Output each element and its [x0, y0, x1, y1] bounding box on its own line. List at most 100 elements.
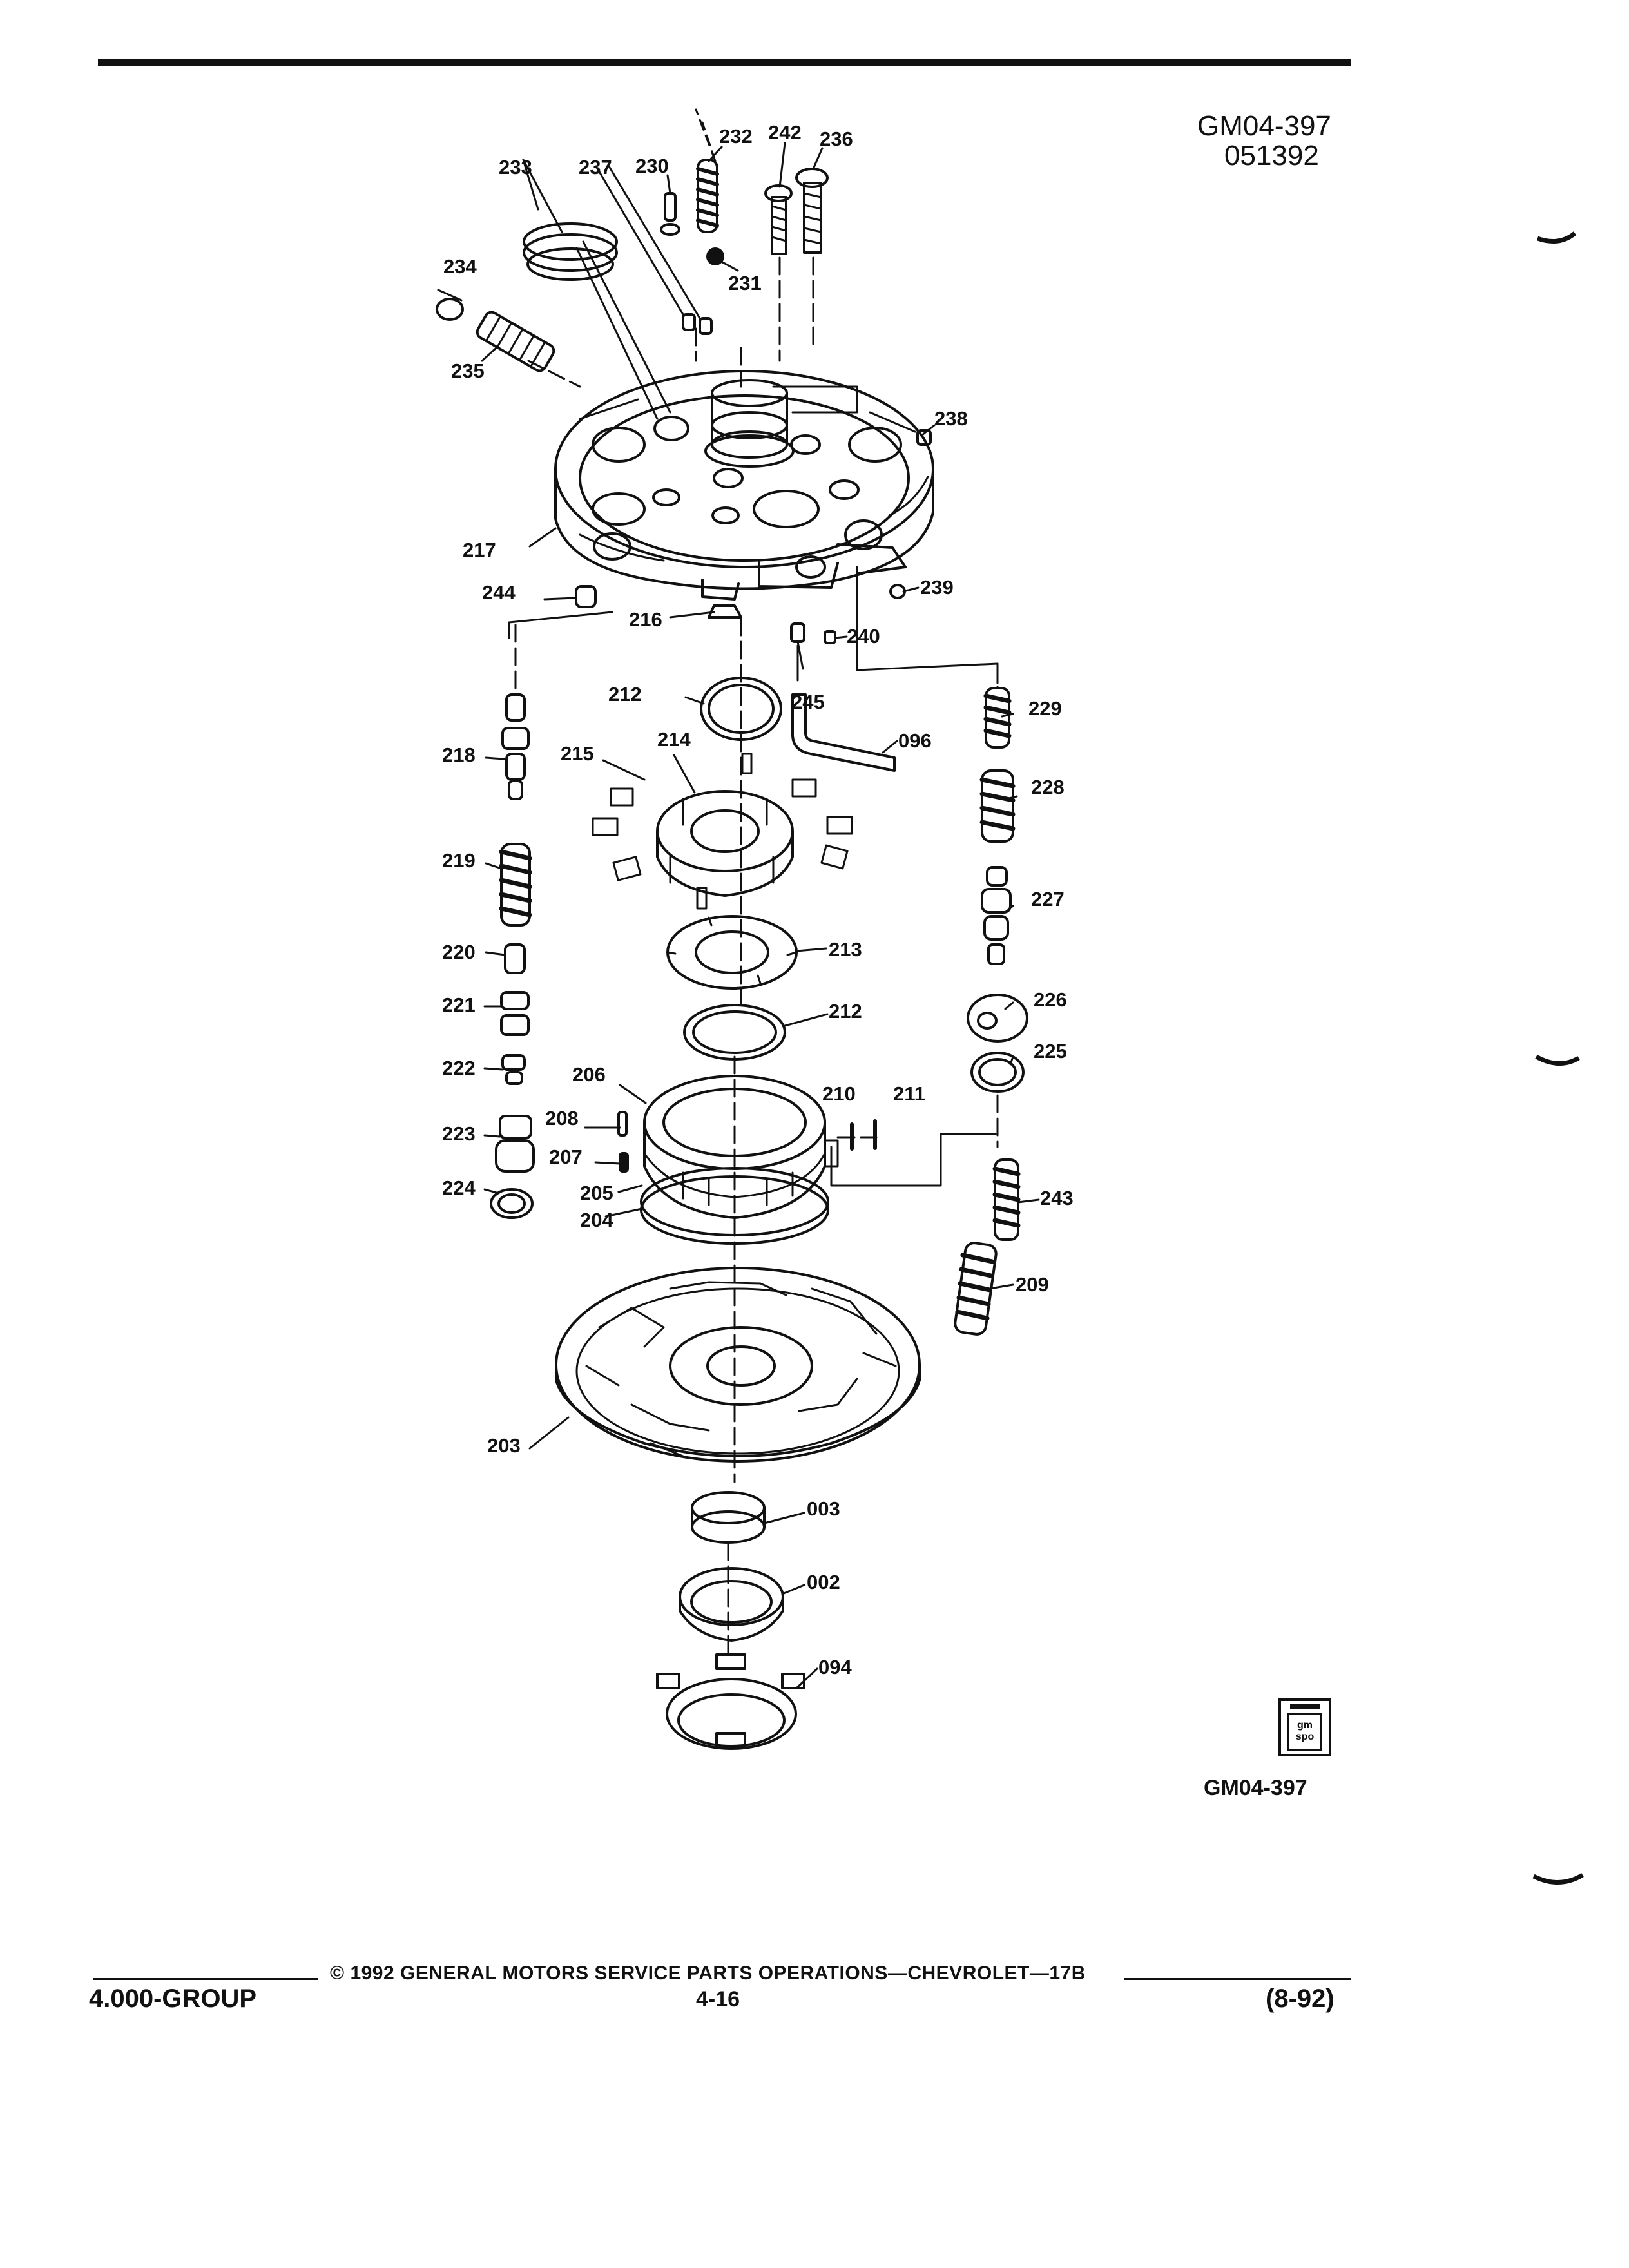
callout-221: 221: [442, 994, 476, 1016]
callout-211: 211: [893, 1082, 925, 1105]
callout-230: 230: [635, 155, 669, 177]
seal-rings-233: [523, 222, 618, 281]
pump-body-203: [555, 1267, 921, 1463]
callout-208: 208: [545, 1107, 579, 1129]
callout-228: 228: [1031, 776, 1065, 798]
plug-237a: [682, 313, 696, 331]
plug-224: [490, 1188, 534, 1219]
vanes-215: [592, 753, 853, 910]
plug-237b: [699, 317, 713, 335]
footer-rule-left: [93, 1978, 318, 1980]
pump-cover-217: [554, 370, 934, 601]
callout-214: 214: [657, 728, 691, 751]
footer-rule-right: [1124, 1978, 1351, 1980]
tool-096: [791, 693, 896, 772]
plug-245: [790, 622, 805, 643]
callout-094: 094: [818, 1656, 852, 1678]
callout-238: 238: [934, 407, 968, 430]
bushing-003: [691, 1491, 766, 1544]
plug-244: [575, 585, 597, 608]
edge-mark: [1532, 1872, 1584, 1885]
callout-206: 206: [572, 1063, 606, 1086]
pins-210-211: [850, 1119, 877, 1151]
callout-207: 207: [549, 1146, 583, 1168]
callout-216: 216: [629, 608, 662, 631]
plate-213: [666, 915, 798, 990]
bolt-242: [764, 184, 793, 255]
callout-229: 229: [1028, 697, 1062, 720]
gm-spo-logo: gm spo: [1278, 1698, 1331, 1756]
callout-224: 224: [442, 1177, 476, 1199]
callout-243: 243: [1040, 1187, 1074, 1209]
screw-230: [660, 192, 680, 236]
callout-003: 003: [807, 1497, 840, 1520]
spring-209: [954, 1242, 998, 1336]
callout-223: 223: [442, 1122, 476, 1145]
slide-206: [643, 1075, 839, 1219]
edge-mark: [1535, 1054, 1580, 1066]
callout-245: 245: [791, 691, 825, 713]
footer-date: (8-92): [1266, 1984, 1335, 2013]
callout-002: 002: [807, 1571, 840, 1593]
callout-215: 215: [561, 742, 594, 765]
bolt-236: [795, 168, 829, 254]
callout-217: 217: [463, 539, 496, 561]
figure-date: 051392: [1224, 140, 1319, 171]
valve-223: [495, 1115, 535, 1173]
top-rule: [98, 59, 1351, 66]
callout-203: 203: [487, 1434, 521, 1457]
plug-226: [967, 994, 1028, 1043]
callout-225: 225: [1034, 1040, 1067, 1062]
seal-002: [679, 1567, 784, 1642]
callout-227: 227: [1031, 888, 1065, 910]
screen-235: [476, 311, 555, 372]
valve-218: [501, 693, 530, 800]
plug-240: [824, 630, 836, 644]
footer-copyright: © 1992 GENERAL MOTORS SERVICE PARTS OPER…: [330, 1963, 1086, 1984]
callout-218: 218: [442, 744, 476, 766]
ring-212-upper: [700, 677, 782, 741]
callout-204: 204: [580, 1209, 613, 1231]
callout-240: 240: [847, 625, 880, 648]
callout-232: 232: [719, 125, 753, 148]
spring-232: [696, 159, 719, 233]
valve-222: [501, 1054, 526, 1085]
footer-page-number: 4-16: [696, 1987, 740, 2012]
callout-205: 205: [580, 1182, 613, 1204]
callout-239: 239: [920, 576, 954, 599]
spring-229: [983, 687, 1012, 749]
callout-237: 237: [579, 156, 612, 178]
valve-221: [500, 991, 530, 1036]
logo-text: gm spo: [1287, 1713, 1322, 1751]
callout-219: 219: [442, 849, 476, 872]
callout-236: 236: [820, 128, 853, 150]
callout-096: 096: [898, 729, 932, 752]
callout-244: 244: [482, 581, 516, 604]
valve-227: [981, 866, 1012, 965]
callout-212-upper: 212: [608, 683, 642, 706]
callout-209: 209: [1016, 1273, 1049, 1296]
retainer-094: [656, 1653, 805, 1750]
pin-208: [617, 1111, 628, 1137]
rotor-214: [656, 790, 794, 897]
callout-220: 220: [442, 941, 476, 963]
ring-225: [970, 1052, 1025, 1093]
callout-212-lower: 212: [829, 1000, 862, 1023]
callout-234: 234: [443, 255, 477, 278]
spring-219: [499, 843, 532, 927]
spring-243: [992, 1158, 1021, 1241]
callout-210: 210: [822, 1082, 856, 1105]
callout-226: 226: [1034, 988, 1067, 1011]
callout-222: 222: [442, 1057, 476, 1079]
spring-207: [619, 1152, 629, 1173]
figure-code: GM04-397: [1197, 110, 1331, 142]
valve-220: [504, 943, 526, 974]
callout-235: 235: [451, 360, 485, 382]
callout-233: 233: [499, 156, 532, 178]
footer-group: 4.000-GROUP: [89, 1984, 257, 2013]
plug-238: [916, 429, 932, 446]
oring-234: [436, 298, 464, 321]
ring-212-lower: [683, 1004, 786, 1061]
callout-213: 213: [829, 938, 862, 961]
